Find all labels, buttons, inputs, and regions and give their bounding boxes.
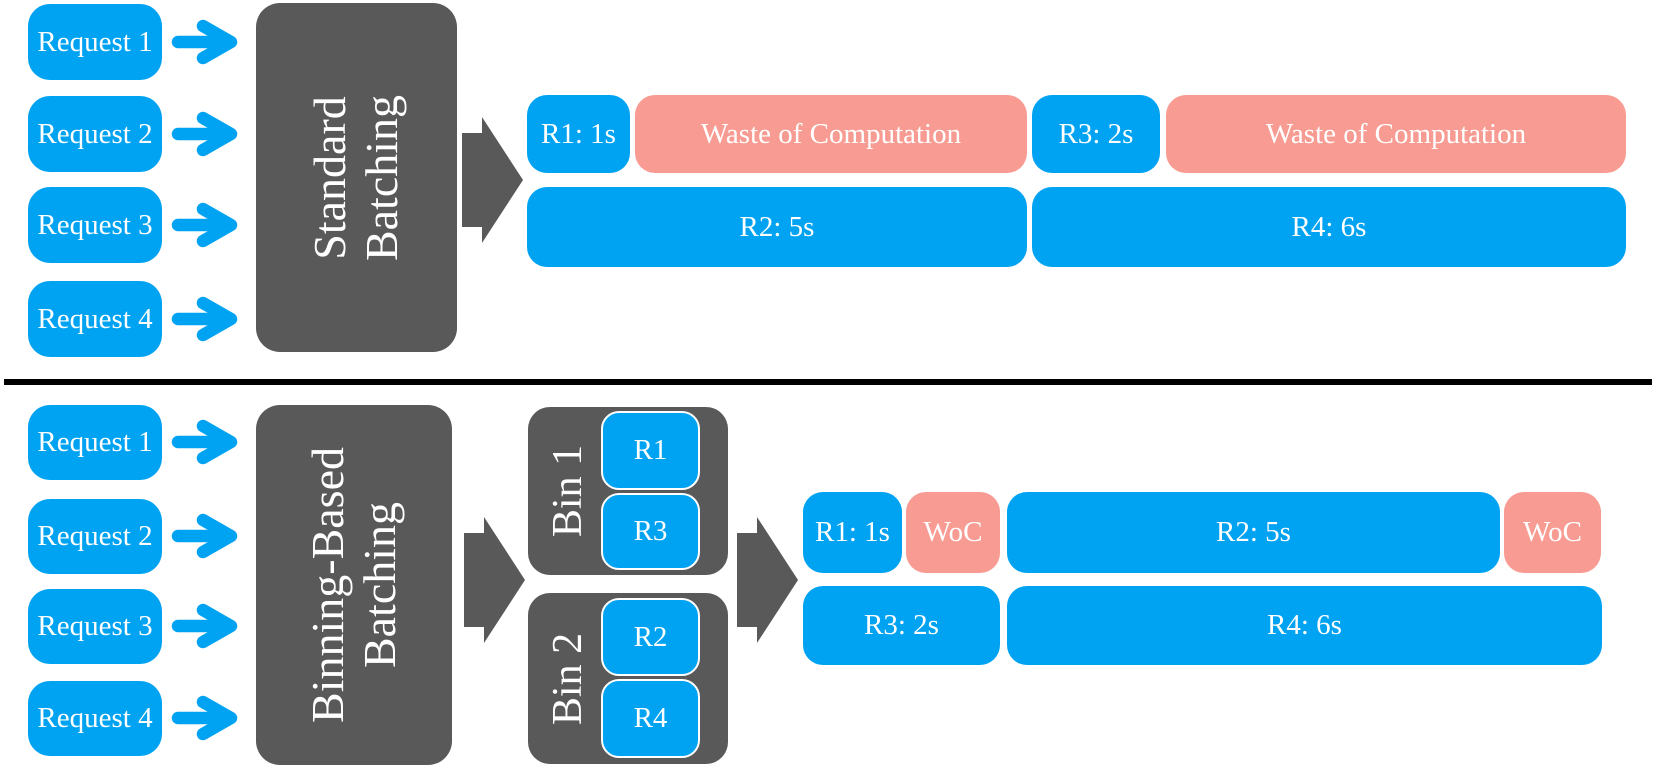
task-label: R4: 6s xyxy=(1291,210,1367,243)
timeline-task: R3: 2s xyxy=(803,586,1000,665)
bin-1-labelzone: Bin 1 xyxy=(528,407,608,575)
bin-item-label: R3 xyxy=(633,515,668,547)
request-label: Request 3 xyxy=(37,610,153,642)
task-label: R3: 2s xyxy=(1058,117,1134,150)
request-box: Request 4 xyxy=(28,681,162,756)
bin-item: R1 xyxy=(601,411,700,490)
waste-label: Waste of Computation xyxy=(700,117,962,150)
request-label: Request 2 xyxy=(37,520,153,552)
bin-1-label: Bin 1 xyxy=(545,444,591,538)
bin-item: R4 xyxy=(601,679,700,758)
timeline-task: R2: 5s xyxy=(527,187,1027,267)
waste-label: WoC xyxy=(923,516,983,548)
request-box: Request 3 xyxy=(28,589,162,664)
request-box: Request 1 xyxy=(28,405,162,480)
task-label: R2: 5s xyxy=(739,210,815,243)
bin-2-label: Bin 2 xyxy=(545,632,591,725)
binning-based-batching-label: Binning-Based Batching xyxy=(302,447,406,723)
request-arrow-icon xyxy=(178,426,231,458)
block-arrow-icon xyxy=(737,517,798,643)
timeline-waste: WoC xyxy=(906,492,1000,573)
request-arrow-icon xyxy=(178,303,231,335)
request-arrow-icon xyxy=(178,610,231,642)
binning-based-batching-block: Binning-Based Batching xyxy=(256,405,452,765)
request-label: Request 1 xyxy=(37,426,153,458)
timeline-waste: Waste of Computation xyxy=(635,95,1027,173)
request-label: Request 1 xyxy=(37,25,153,58)
block-arrow-icon xyxy=(462,117,523,243)
waste-label: WoC xyxy=(1523,516,1582,548)
request-box: Request 2 xyxy=(28,499,162,574)
bin-1: Bin 1 R1 R3 xyxy=(528,407,728,575)
bin-item: R3 xyxy=(601,493,700,570)
waste-label: Waste of Computation xyxy=(1265,117,1527,150)
bin-item-label: R2 xyxy=(633,620,668,653)
request-arrow-icon xyxy=(178,209,231,241)
request-label: Request 3 xyxy=(37,208,153,241)
request-box: Request 2 xyxy=(28,96,162,172)
task-label: R1: 1s xyxy=(815,516,890,548)
request-label: Request 2 xyxy=(37,117,153,150)
task-label: R3: 2s xyxy=(864,609,939,641)
request-arrow-icon xyxy=(178,702,231,734)
standard-batching-block: Standard Batching xyxy=(256,3,457,352)
task-label: R4: 6s xyxy=(1267,609,1342,641)
timeline-task: R1: 1s xyxy=(803,492,902,573)
bin-item: R2 xyxy=(601,598,700,676)
standard-batching-label: Standard Batching xyxy=(304,94,408,261)
request-arrow-icon xyxy=(178,26,231,58)
bin-item-label: R4 xyxy=(633,702,668,734)
block-arrow-icon xyxy=(464,517,525,643)
request-box: Request 1 xyxy=(28,4,162,80)
timeline-task: R4: 6s xyxy=(1032,187,1626,267)
timeline-task: R4: 6s xyxy=(1007,586,1602,665)
timeline-waste: Waste of Computation xyxy=(1166,95,1626,173)
timeline-task: R2: 5s xyxy=(1007,492,1500,573)
section-divider xyxy=(4,379,1652,385)
timeline-waste: WoC xyxy=(1504,492,1601,573)
request-arrow-icon xyxy=(178,118,231,150)
request-box: Request 3 xyxy=(28,187,162,263)
timeline-task: R1: 1s xyxy=(527,95,630,173)
request-label: Request 4 xyxy=(37,702,153,734)
task-label: R2: 5s xyxy=(1216,516,1291,548)
bin-2: Bin 2 R2 R4 xyxy=(528,593,728,764)
bin-2-labelzone: Bin 2 xyxy=(528,593,608,764)
request-box: Request 4 xyxy=(28,281,162,357)
timeline-task: R3: 2s xyxy=(1032,95,1160,173)
task-label: R1: 1s xyxy=(541,117,616,150)
bin-item-label: R1 xyxy=(633,434,668,466)
request-arrow-icon xyxy=(178,520,231,552)
request-label: Request 4 xyxy=(37,302,153,335)
